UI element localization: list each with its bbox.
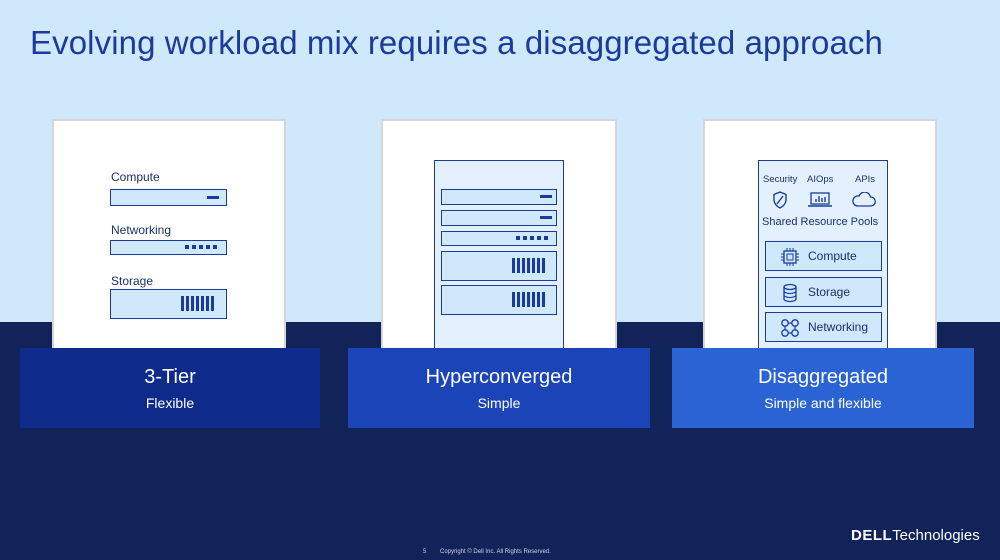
laptop-chart-icon	[807, 192, 833, 213]
compute-indicator	[207, 196, 219, 199]
apis-label: APIs	[855, 174, 876, 185]
dell-technologies-logo: DELLTechnologies	[851, 527, 980, 544]
logo-suffix: Technologies	[892, 527, 980, 544]
rack-unit-2	[441, 210, 557, 226]
tier-label-storage: Storage	[111, 274, 154, 288]
tier-label-networking: Networking	[111, 223, 172, 237]
page-number: 5	[423, 549, 427, 555]
disaggregated-subtitle: Simple and flexible	[764, 395, 882, 411]
storage-tier-bar	[110, 289, 227, 319]
logo-brand: DELL	[851, 527, 893, 544]
three-tier-label-box: 3-Tier Flexible	[20, 348, 320, 428]
disaggregated-title: Disaggregated	[757, 366, 889, 388]
unit-drives	[512, 258, 545, 273]
pool-networking: Networking	[765, 312, 882, 342]
cloud-icon	[851, 191, 877, 213]
network-ports	[185, 245, 217, 249]
hci-rack	[434, 160, 564, 352]
hyperconverged-label-box: Hyperconverged Simple	[348, 348, 650, 428]
aiops-label: AIOps	[807, 174, 834, 185]
unit-ports	[516, 236, 548, 240]
rack-unit-5	[441, 285, 557, 315]
compute-tier-bar	[110, 189, 227, 206]
rack-unit-4	[441, 251, 557, 281]
shield-icon	[772, 191, 788, 214]
pool-compute-label: Compute	[808, 249, 857, 263]
rack-unit-3	[441, 231, 557, 246]
shared-pools-heading: Shared Resource Pools	[762, 216, 879, 228]
unit-drives	[512, 292, 545, 307]
slide-title: Evolving workload mix requires a disaggr…	[30, 24, 883, 61]
hyperconverged-title: Hyperconverged	[425, 366, 573, 388]
pool-networking-label: Networking	[808, 320, 869, 334]
security-label: Security	[763, 174, 798, 185]
tier-label-compute: Compute	[111, 170, 160, 184]
rack-unit-1	[441, 189, 557, 205]
pool-storage-label: Storage	[808, 285, 851, 299]
storage-drives	[181, 296, 214, 311]
networking-tier-bar	[110, 240, 227, 255]
three-tier-title: 3-Tier	[144, 366, 196, 388]
copyright-text: Copyright © Dell Inc. All Rights Reserve…	[440, 549, 551, 555]
three-tier-subtitle: Flexible	[145, 395, 195, 411]
pool-storage: Storage	[765, 277, 882, 307]
pool-compute: Compute	[765, 241, 882, 271]
hyperconverged-subtitle: Simple	[477, 395, 521, 411]
disaggregated-label-box: Disaggregated Simple and flexible	[672, 348, 974, 428]
unit-indicator	[540, 216, 552, 219]
unit-indicator	[540, 195, 552, 198]
three-tier-card	[52, 119, 286, 359]
